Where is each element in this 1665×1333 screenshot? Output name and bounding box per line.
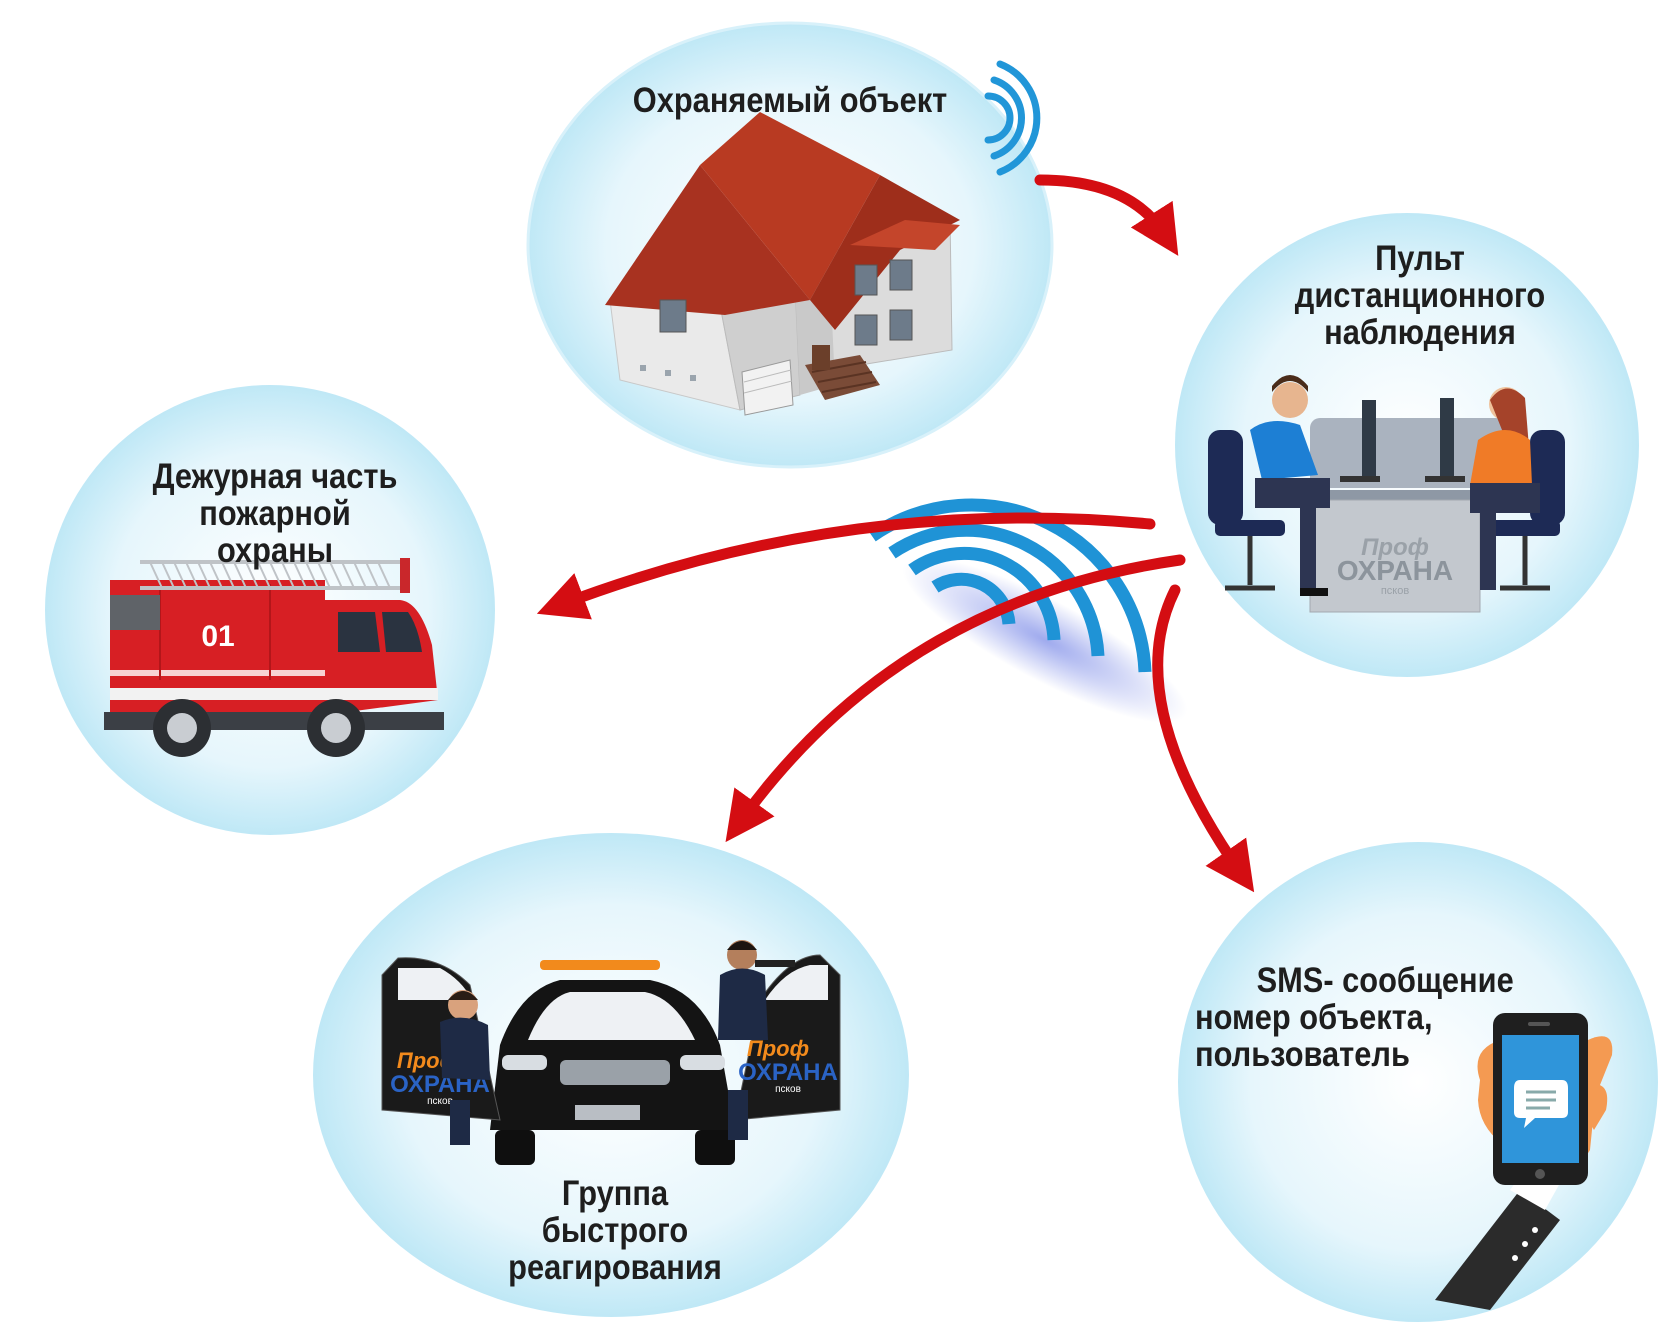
console-brand-main: ОХРАНА bbox=[1337, 555, 1453, 586]
label-rapid-response: Группа быстрого реагирования bbox=[452, 1175, 778, 1286]
flow-arrows bbox=[536, 174, 1255, 893]
label-line: SMS- сообщение bbox=[1256, 961, 1514, 1000]
label-line: быстрого bbox=[541, 1211, 689, 1250]
door-brand-right-main: ОХРАНА bbox=[738, 1059, 838, 1086]
arrow-console-to-sms bbox=[1152, 584, 1255, 893]
door-brand-right-top: Проф bbox=[747, 1036, 809, 1061]
arrow-console-to-fire bbox=[536, 512, 1156, 620]
label-sms: SMS- сообщение номер объекта, пользовате… bbox=[1195, 962, 1565, 1073]
rapid-response-car-icon: Проф ОХРАНА псков Проф ОХРАНА псков bbox=[381, 940, 841, 1165]
label-line: охраны bbox=[216, 531, 334, 570]
signal-glow bbox=[902, 556, 1188, 724]
label-line: реагирования bbox=[508, 1248, 722, 1287]
console-brand-top: Проф bbox=[1361, 534, 1429, 561]
label-monitoring-console: Пульт дистанционного наблюдения bbox=[1244, 240, 1596, 351]
fire-truck-number: 01 bbox=[201, 620, 234, 653]
fire-truck-icon: 01 bbox=[104, 558, 444, 757]
label-line: пользователь bbox=[1195, 1035, 1410, 1074]
arrow-object-to-console bbox=[1034, 174, 1179, 256]
label-line: Пульт bbox=[1375, 239, 1465, 278]
operators-console-icon: Проф ОХРАНА псков bbox=[1208, 375, 1565, 613]
label-line: наблюдения bbox=[1324, 313, 1516, 352]
label-line: пожарной bbox=[199, 494, 351, 533]
label-line: дистанционного bbox=[1294, 276, 1546, 315]
label-line: Охраняемый объект bbox=[632, 81, 948, 120]
house-icon bbox=[605, 112, 960, 416]
door-brand-left-sub: псков bbox=[427, 1096, 453, 1107]
label-fire-station: Дежурная часть пожарной охраны bbox=[112, 458, 438, 569]
label-line: Дежурная часть bbox=[152, 457, 398, 496]
label-protected-object: Охраняемый объект bbox=[614, 82, 966, 119]
console-brand-sub: псков bbox=[1381, 585, 1410, 597]
arrow-console-to-response bbox=[725, 554, 1186, 843]
door-brand-right-sub: псков bbox=[775, 1084, 801, 1095]
label-line: номер объекта, bbox=[1195, 998, 1433, 1037]
phone-in-hand-icon bbox=[1435, 1013, 1613, 1310]
signal-waves-icon bbox=[984, 60, 1041, 176]
label-line: Группа bbox=[561, 1174, 669, 1213]
